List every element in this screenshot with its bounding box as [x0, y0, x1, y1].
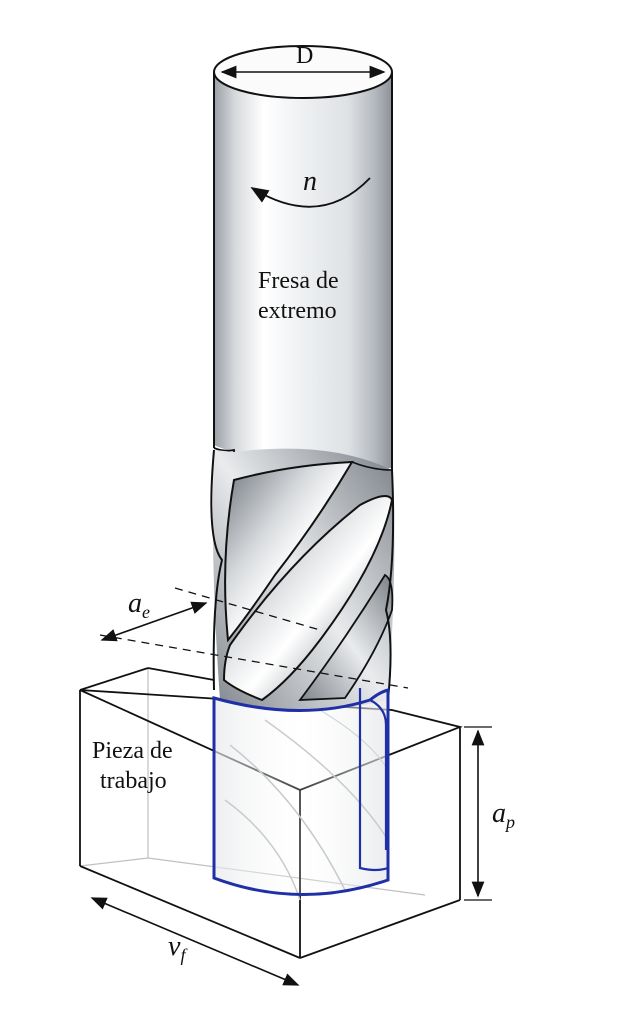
vf-label: vf [168, 931, 188, 965]
end-mill-shank [213, 45, 393, 478]
feed-direction-arrow: vf [90, 897, 300, 986]
end-mill-flutes [210, 448, 395, 710]
ae-label: ae [128, 588, 150, 622]
cut-region-outline [212, 688, 390, 896]
workpiece-label-line2: trabajo [100, 768, 167, 794]
ap-label: ap [492, 798, 515, 832]
tool-label-line2: extremo [258, 298, 337, 324]
radial-depth-dimension: ae [99, 587, 409, 689]
workpiece-label-line1: Pieza de [92, 738, 173, 764]
diameter-dimension: D [220, 43, 386, 79]
cutter-ghost [214, 700, 389, 901]
rotation-indicator: n [250, 166, 371, 208]
rotation-label: n [303, 166, 317, 197]
axial-depth-dimension: ap [464, 726, 515, 901]
diameter-label: D [296, 43, 313, 69]
tool-label-line1: Fresa de [258, 268, 339, 294]
